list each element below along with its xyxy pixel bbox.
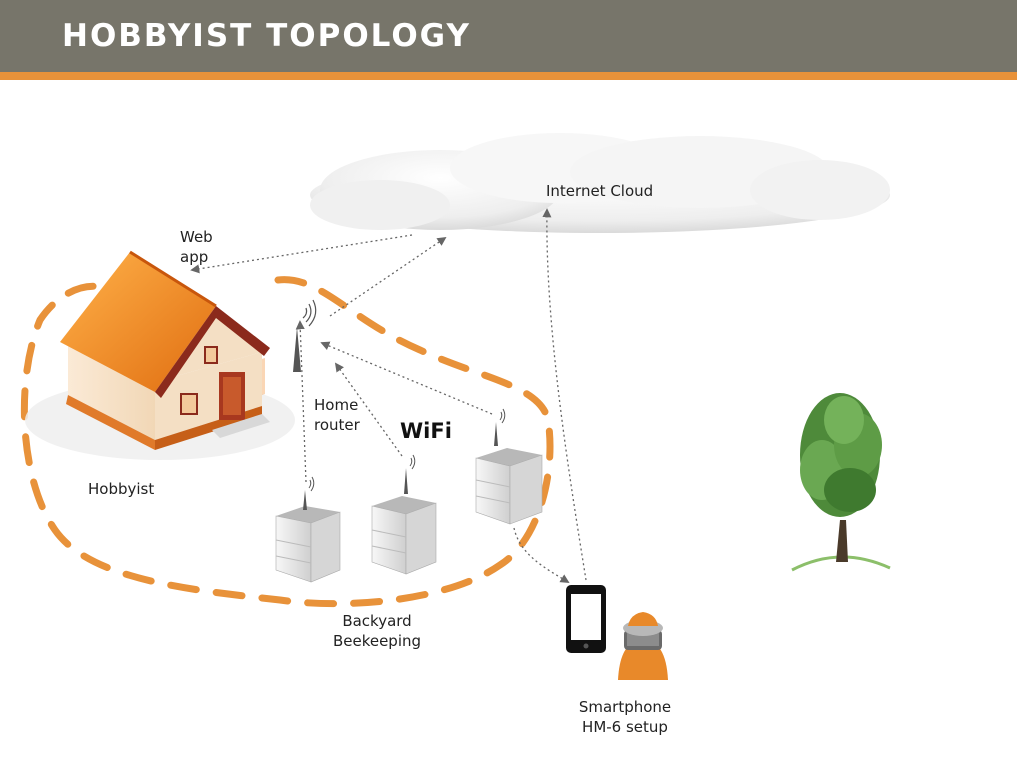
label-backyard-line1: Backyard (342, 612, 412, 630)
topology-diagram (20, 133, 891, 680)
arrow-cloud-to-webapp (190, 234, 413, 274)
label-home-router-line1: Home (314, 396, 359, 414)
label-wifi: WiFi (400, 419, 452, 443)
header-accent-stripe (0, 72, 1017, 80)
page-title: HOBBYIST TOPOLOGY (62, 18, 471, 54)
header-bar (0, 0, 1017, 72)
arrow-hive3-to-smartphone (513, 527, 570, 583)
label-internet-cloud: Internet Cloud (546, 182, 654, 200)
beekeeper-icon (618, 612, 668, 680)
arrow-smartphone-to-cloud (542, 208, 587, 581)
label-smartphone-line1: Smartphone (578, 698, 672, 716)
home-router-icon (293, 299, 317, 372)
label-smartphone-line2: HM-6 setup (582, 718, 668, 736)
smartphone-icon (566, 585, 606, 653)
internet-cloud-icon (310, 133, 890, 233)
beehive-icon-1 (275, 476, 341, 583)
label-backyard-line2: Beekeeping (332, 632, 422, 650)
arrow-router-to-cloud (329, 236, 447, 317)
label-hobbyist: Hobbyist (88, 480, 155, 498)
label-web-app-line2: app (180, 248, 209, 266)
arrow-hive1-to-router (295, 320, 307, 483)
wifi-boundary (20, 276, 554, 608)
label-home-router-line2: router (314, 416, 360, 434)
house-icon (25, 250, 295, 460)
arrow-hive3-to-router (320, 341, 493, 415)
beehive-icon-3 (475, 408, 543, 525)
label-web-app-line1: Web (180, 228, 213, 246)
connection-arrows (190, 208, 587, 583)
arrow-hive2-to-router (334, 362, 403, 457)
tree-icon (791, 393, 891, 572)
beehive-icon-2 (371, 454, 437, 575)
